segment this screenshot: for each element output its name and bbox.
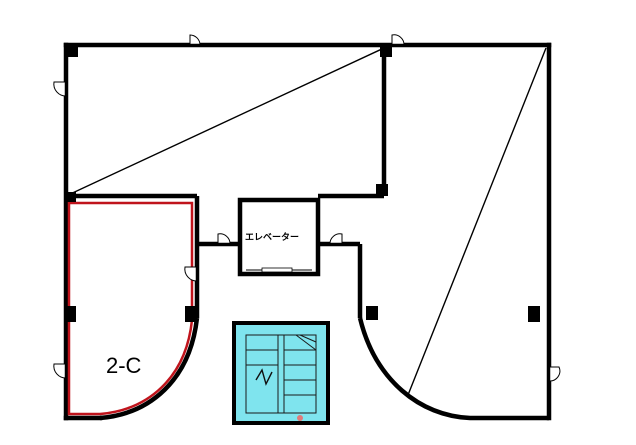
curved-walls — [99, 317, 549, 421]
structural-columns — [66, 45, 540, 322]
door-icon[interactable] — [184, 265, 199, 283]
column-top-left — [66, 45, 78, 57]
column-left-mid — [66, 192, 76, 202]
door-icon[interactable] — [390, 34, 406, 47]
door-icon[interactable] — [53, 362, 68, 380]
outer-walls — [63, 42, 552, 421]
door-icon[interactable] — [328, 233, 344, 246]
doors — [53, 34, 561, 383]
stair-marker — [297, 415, 303, 421]
elevator: エレベーター — [245, 231, 312, 273]
column-mid-right — [376, 184, 388, 196]
door-icon[interactable] — [188, 34, 202, 47]
column-right-low — [528, 306, 540, 322]
diagonal-markers — [65, 47, 547, 396]
unit-label: 2-C — [106, 353, 142, 378]
door-icon[interactable] — [53, 80, 68, 98]
elevator-label: エレベーター — [245, 231, 299, 243]
column-left-low — [66, 306, 76, 322]
column-left-unit-inner — [185, 306, 195, 322]
column-top-mid — [380, 45, 392, 57]
stair-arrow-icon — [255, 368, 273, 386]
unit-2c-outline[interactable] — [67, 201, 194, 416]
door-icon[interactable] — [216, 233, 232, 246]
staircase[interactable] — [232, 321, 330, 425]
interior-walls — [66, 45, 387, 318]
column-right-unit-inner — [366, 306, 378, 320]
door-icon[interactable] — [547, 365, 561, 383]
